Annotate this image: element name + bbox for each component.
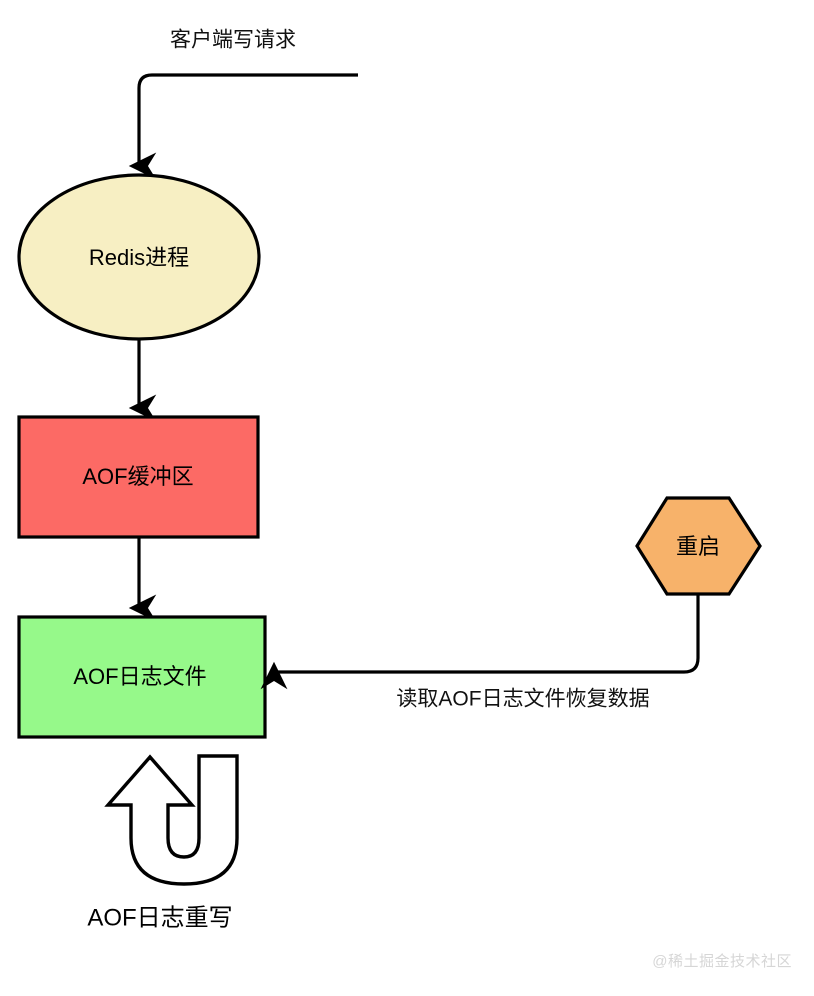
loop-label-aof-rewrite: AOF日志重写 xyxy=(87,904,232,931)
edge-label-read-aof-restore-data: 读取AOF日志文件恢复数据 xyxy=(396,688,649,711)
node-aof-buffer[interactable] xyxy=(17,415,260,539)
edge-restart-to-aof-log-file xyxy=(260,594,700,690)
node-label-redis-process: Redis进程 xyxy=(89,245,189,270)
watermark: @稀土掘金技术社区 xyxy=(652,953,792,970)
loop-arrow-aof-rewrite xyxy=(104,754,239,886)
edge-label-client-write-request: 客户端写请求 xyxy=(170,29,296,52)
node-label-restart: 重启 xyxy=(676,534,720,559)
edge-client-write-to-redis xyxy=(128,73,358,180)
node-label-aof-buffer: AOF缓冲区 xyxy=(82,464,193,489)
node-aof-log-file[interactable] xyxy=(17,615,267,739)
node-restart[interactable] xyxy=(635,496,762,596)
node-label-aof-log-file: AOF日志文件 xyxy=(73,664,206,689)
